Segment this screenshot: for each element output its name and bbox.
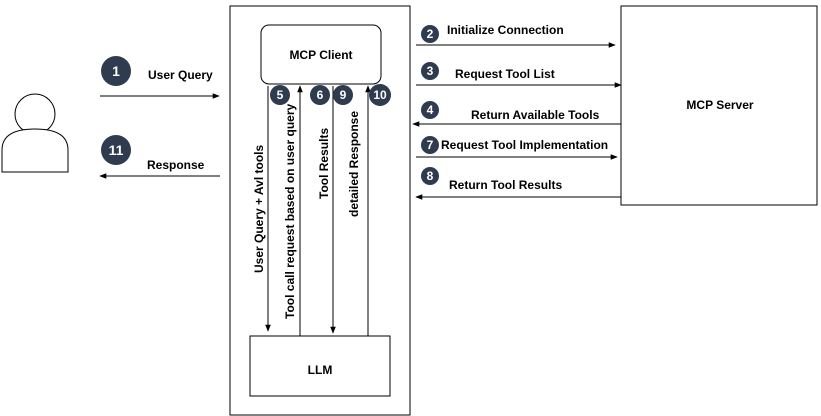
step-badge-6: 6 <box>310 85 330 105</box>
llm-label: LLM <box>308 363 333 377</box>
step-badge-4: 4 <box>421 101 439 119</box>
label-detailed-response: detailed Response <box>347 111 361 217</box>
step-badge-7: 7 <box>421 136 439 154</box>
label-return-tools: Return Available Tools <box>471 108 600 122</box>
mcp-server-label: MCP Server <box>686 98 753 112</box>
svg-text:3: 3 <box>427 64 434 78</box>
step-badge-10: 10 <box>369 84 391 106</box>
svg-text:5: 5 <box>277 88 284 102</box>
label-initialize: Initialize Connection <box>447 23 564 37</box>
svg-text:11: 11 <box>109 142 124 158</box>
label-user-query: User Query <box>148 68 213 82</box>
svg-text:4: 4 <box>427 103 434 117</box>
label-tool-call-request: Tool call request based on user query <box>283 104 297 319</box>
step-badge-9: 9 <box>333 85 353 105</box>
step-badge-8: 8 <box>421 167 439 185</box>
label-request-tool-list: Request Tool List <box>455 67 555 81</box>
label-request-implementation: Request Tool Implementation <box>441 138 608 152</box>
svg-text:1: 1 <box>112 63 120 79</box>
step-badge-1: 1 <box>101 56 131 86</box>
label-query-avl-tools: User Query + Avl tools <box>252 145 266 273</box>
mcp-client-node: MCP Client <box>260 24 382 85</box>
mcp-client-label: MCP Client <box>289 48 352 62</box>
svg-text:2: 2 <box>427 27 434 41</box>
svg-text:7: 7 <box>427 138 434 152</box>
label-return-results: Return Tool Results <box>449 178 562 192</box>
step-badge-5: 5 <box>270 85 290 105</box>
svg-text:10: 10 <box>373 88 387 102</box>
step-badge-2: 2 <box>421 25 439 43</box>
label-response: Response <box>147 158 205 172</box>
svg-text:8: 8 <box>427 169 434 183</box>
mcp-server-node: MCP Server <box>620 5 818 206</box>
label-tool-results: Tool Results <box>317 128 331 199</box>
svg-text:9: 9 <box>340 88 347 102</box>
llm-node: LLM <box>249 335 391 397</box>
user-icon <box>1 93 69 173</box>
step-badge-3: 3 <box>421 62 439 80</box>
svg-text:6: 6 <box>317 88 324 102</box>
step-badge-11: 11 <box>101 135 131 165</box>
